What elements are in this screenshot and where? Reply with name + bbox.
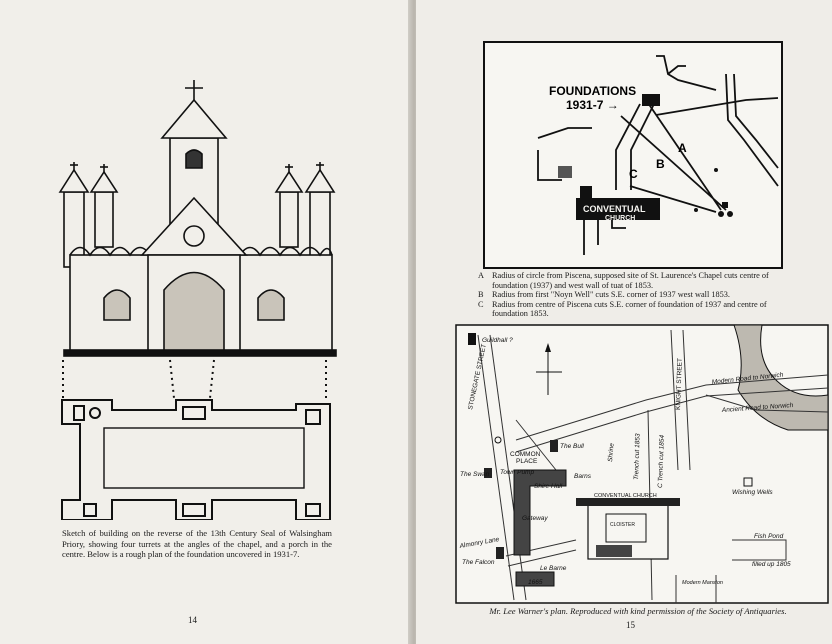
foundations-radius-diagram: FOUNDATIONS 1931-7 → CONVENTUAL CHURCH A… <box>483 41 783 269</box>
foundation-plan <box>61 399 331 520</box>
shire-hall-label: Shire Hall <box>534 483 563 490</box>
foundations-date: 1931-7 → <box>566 98 619 112</box>
seal-building-sketch <box>58 80 337 520</box>
plan-caption: Mr. Lee Warner's plan. Reproduced with k… <box>489 606 787 616</box>
trench-1854-label: C Trench cut 1854 <box>657 434 666 488</box>
legend-row-c: C Radius from centre of Piscena cuts S.E… <box>478 299 767 319</box>
shrine-label: Shrine <box>607 442 616 462</box>
year-1665-label: 1665 <box>528 579 543 586</box>
seal-caption: Sketch of building on the reverse of the… <box>62 528 332 559</box>
church-label-2: CHURCH <box>605 215 635 222</box>
the-swan-label: The Swan <box>460 471 490 478</box>
modern-mansion-label: Modern Mansion <box>682 580 723 586</box>
common-place-label-2: PLACE <box>516 458 538 465</box>
radius-b-label: B <box>656 157 665 171</box>
foundations-label: FOUNDATIONS <box>549 84 636 98</box>
gateway-label: Gateway <box>522 515 548 522</box>
le-barne-label: Le Barne <box>540 565 567 572</box>
page-number: 15 <box>626 620 635 630</box>
common-place-label-1: COMMON <box>510 451 541 458</box>
the-falcon-label: The Falcon <box>462 559 495 566</box>
legend-row-a: A Radius of circle from Piscena, suppose… <box>478 271 769 290</box>
legend-row-b: B Radius from first "Noyn Well" cuts S.E… <box>478 290 731 300</box>
right-page: FOUNDATIONS 1931-7 → CONVENTUAL CHURCH A… <box>416 0 832 644</box>
diagram-legend: A Radius of circle from Piscena, suppose… <box>478 271 778 319</box>
fish-pond-label: Fish Pond <box>754 533 784 540</box>
the-bull-label: The Bull <box>560 443 584 450</box>
knight-street-label: KNIGHT STREET <box>675 358 684 410</box>
radius-a-label: A <box>678 141 687 155</box>
town-pump-label: Town Pump <box>500 469 534 476</box>
wishing-wells-label: Wishing Wells <box>732 489 773 496</box>
guildhall-label: Guildhall ? <box>482 337 513 344</box>
left-page: Sketch of building on the reverse of the… <box>0 0 412 644</box>
conventual-church-label: CONVENTUAL CHURCH <box>594 493 657 499</box>
filled-up-label: filled up 1805 <box>752 561 791 568</box>
page-number: 14 <box>188 615 197 625</box>
barns-label: Barns <box>574 473 592 480</box>
radius-c-label: C <box>629 167 638 181</box>
church-label-1: CONVENTUAL <box>583 204 646 214</box>
site-plan-map: Guildhall ? STONEGATE STREET COMMON PLAC… <box>455 324 829 604</box>
trench-1853-label: Trench cut 1853 <box>633 433 642 480</box>
cloister-label: CLOISTER <box>610 522 635 528</box>
